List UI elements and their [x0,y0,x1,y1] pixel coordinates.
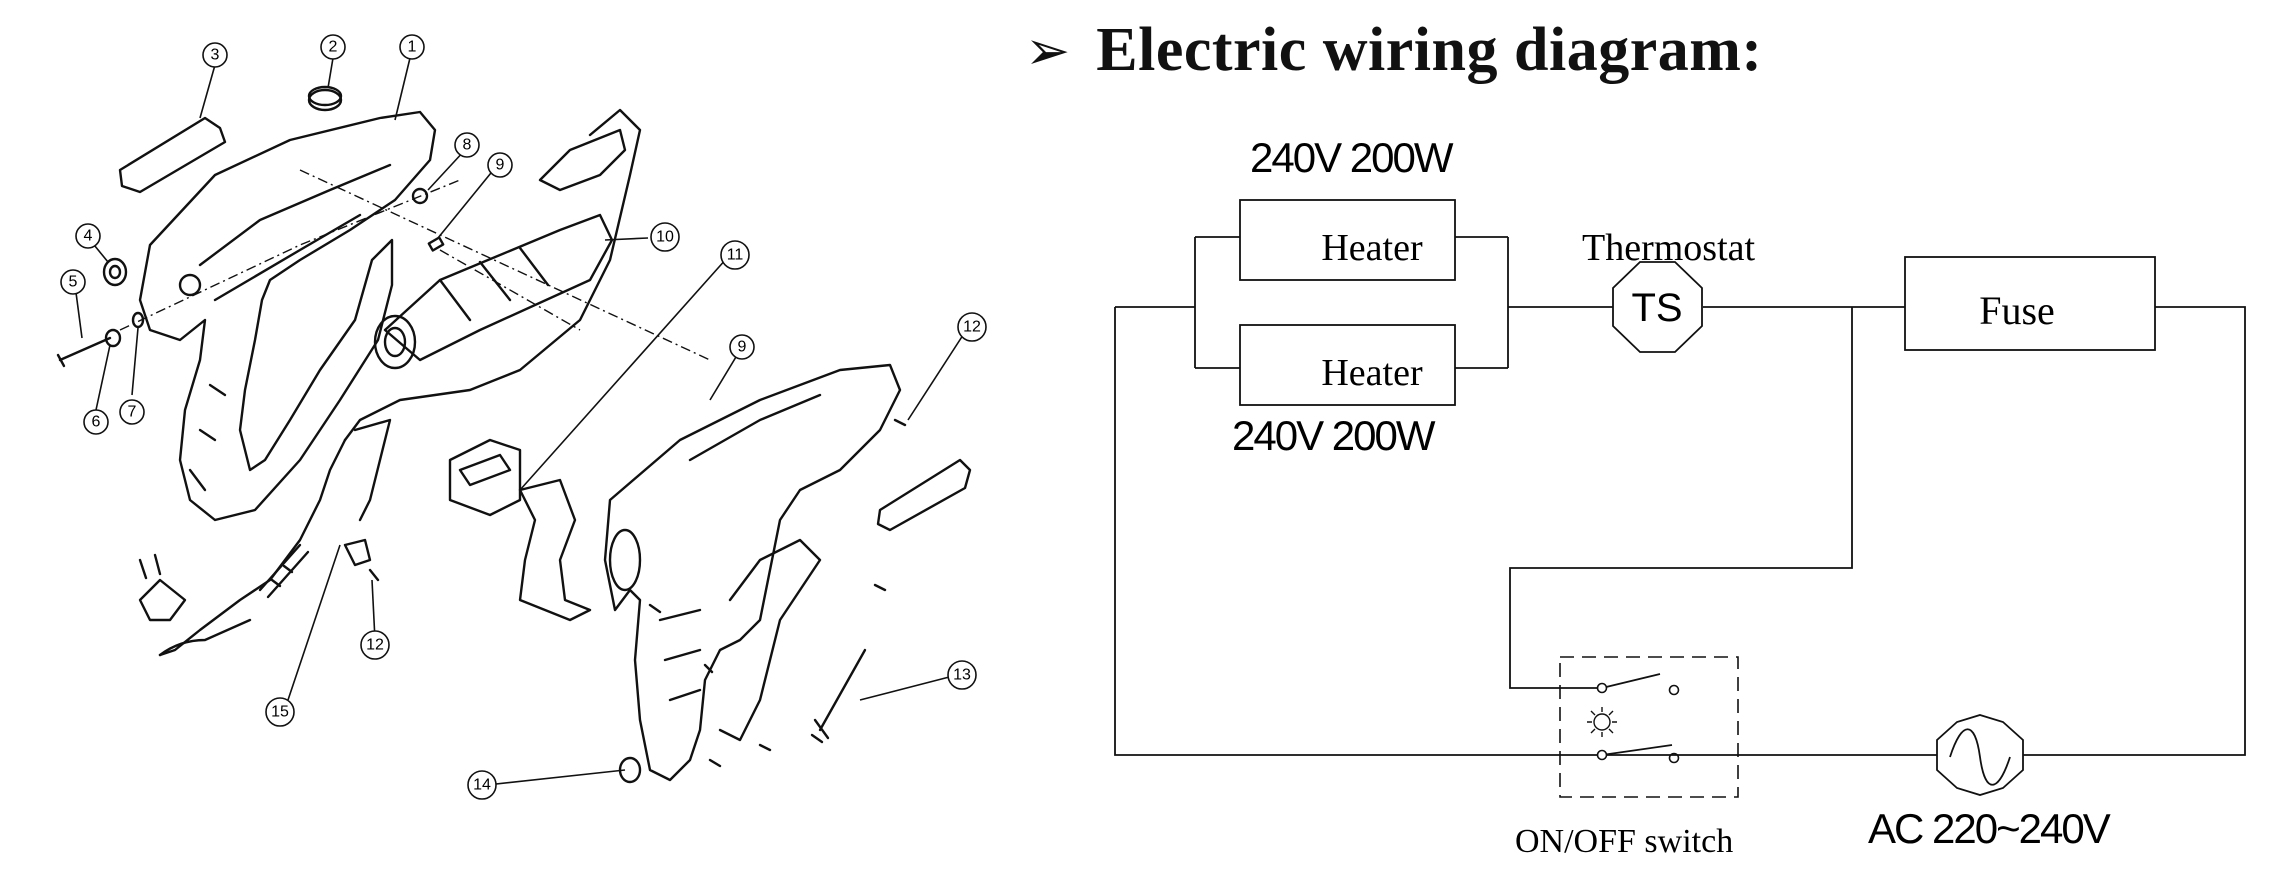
callout-2 [320,34,346,60]
title-arrow-icon: ➢ [1025,18,1071,82]
callout-3 [202,42,228,68]
callout-6 [83,409,109,435]
wire-switch-branch [1509,307,1853,689]
part-left-housing [138,110,437,522]
heater-bottom-rating: 240V 200W [1232,412,1436,459]
part-cap [307,88,343,112]
callout-text-2: 2 [329,39,338,56]
wiring-schematic: 240V 200W 240V 200W Heater Heater Thermo… [1114,134,2246,860]
callout-5 [60,269,86,295]
callout-4 [75,223,101,249]
callout-text-9b: 9 [738,339,747,356]
callout-text-12b: 12 [366,637,384,654]
thermostat-symbol-text: TS [1631,286,1682,330]
switch-label: ON/OFF switch [1515,823,1733,860]
heater-bottom-label: Heater [1321,352,1423,394]
callout-12a [957,312,987,342]
thermostat-symbol [1612,261,1703,353]
part-washer-4 [102,257,128,287]
exploded-view-drawing: 1 2 3 4 5 6 7 8 9 9 10 11 12 12 13 14 15 [56,34,987,800]
fuse-label: Fuse [1979,288,2055,333]
part-right-housing [603,363,902,782]
fuse-box [1904,256,2156,351]
callout-text-6: 6 [92,414,101,431]
heater-box-bottom [1239,324,1456,406]
callout-15 [265,697,295,727]
heater-top-rating: 240V 200W [1250,134,1454,181]
callout-text-5: 5 [69,274,78,291]
callout-1 [399,34,425,60]
callout-14 [467,770,497,800]
part-heater-core [383,213,614,362]
callout-text-15: 15 [271,704,289,721]
wire-left-vertical [1114,307,1610,756]
callout-8 [454,132,480,158]
callout-text-9a: 9 [496,157,505,174]
callout-10 [650,222,680,252]
callout-text-1: 1 [408,39,417,56]
diagram-title: ➢ Electric wiring diagram: [1025,10,1763,90]
callout-text-14: 14 [473,777,491,794]
callout-text-12a: 12 [963,319,981,336]
callout-text-7: 7 [128,404,137,421]
part-screw-5 [56,336,112,368]
callout-9a [487,152,513,178]
part-trigger [518,478,592,622]
ac-source-symbol [1936,714,2024,796]
part-cord-strain [258,543,310,599]
part-nut-6 [104,328,122,348]
callout-text-10: 10 [656,229,674,246]
part-switch-block [448,438,522,517]
thermostat-label: Thermostat [1582,227,1756,269]
callout-text-13: 13 [953,667,971,684]
switch-lamp-icon [1587,707,1617,737]
callout-text-11: 11 [727,247,744,264]
title-text: Electric wiring diagram: [1096,15,1763,84]
heater-top-label: Heater [1321,227,1423,269]
part-pin-13 [810,648,867,744]
part-side-cover [118,116,227,194]
callout-12b [360,630,390,660]
callout-7 [119,399,145,425]
part-nozzle-cover [876,458,972,532]
switch-enclosure [1559,656,1739,798]
callout-text-4: 4 [84,228,93,245]
part-plug [138,578,187,622]
callout-text-3: 3 [211,47,220,64]
supply-label: AC 220~240V [1868,805,2111,852]
part-clip-15 [343,538,372,567]
part-spring-9a [427,236,445,252]
callout-9b [729,334,755,360]
part-bushing-8 [411,187,429,205]
callout-11 [720,240,750,270]
heater-box-top [1239,199,1456,281]
callout-markers [60,34,987,800]
callout-text-8: 8 [463,137,472,154]
part-pin-7 [131,311,145,329]
callout-13 [947,660,977,690]
